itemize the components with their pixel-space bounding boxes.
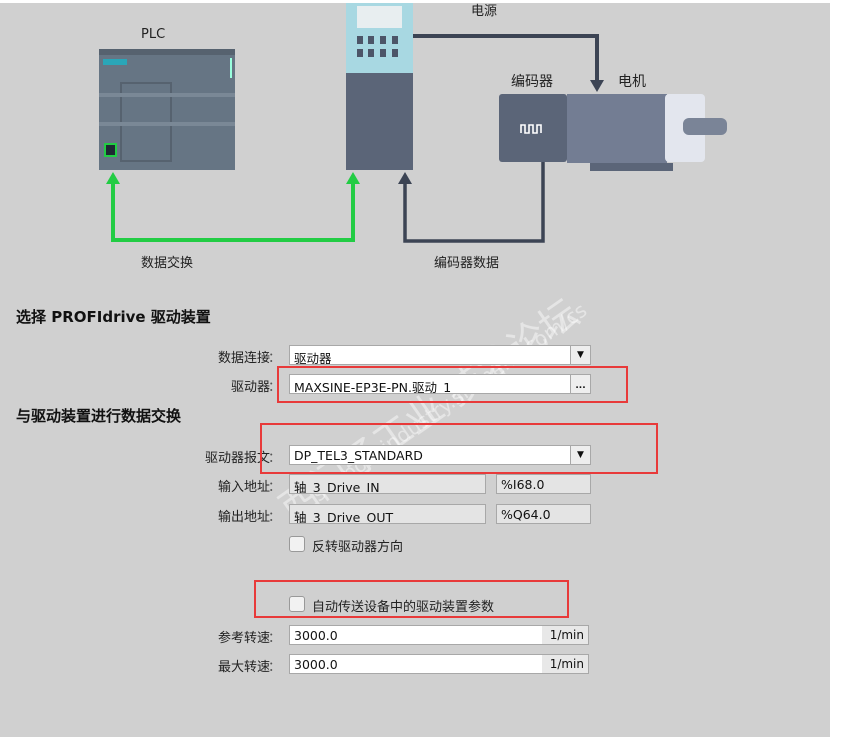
max-speed-unit: 1/min xyxy=(542,655,588,673)
output-address-label: 输出地址 xyxy=(217,510,270,525)
colon: ： xyxy=(268,351,282,366)
section-title-select-drive: 选择 PROFIdrive 驱动装置 xyxy=(16,308,211,326)
max-speed-value: 3000.0 xyxy=(294,657,338,672)
power-line xyxy=(413,34,604,92)
topology-diagram xyxy=(99,3,727,243)
telegram-select[interactable]: DP_TEL3_STANDARD ▼ xyxy=(289,445,591,465)
power-label: 电源 xyxy=(471,4,498,19)
colon: ： xyxy=(268,660,282,675)
encoder-label: 编码器 xyxy=(511,74,553,90)
chevron-down-icon[interactable]: ▼ xyxy=(570,446,590,464)
output-address-field: 轴_3_Drive_OUT xyxy=(289,504,486,524)
invert-direction-checkbox[interactable] xyxy=(289,536,305,552)
input-address-value: %I68.0 xyxy=(496,474,591,494)
plc-device xyxy=(99,49,235,170)
reference-speed-unit: 1/min xyxy=(542,626,588,644)
reference-speed-label: 参考转速 xyxy=(217,631,270,646)
encoder-data-label: 编码器数据 xyxy=(434,256,500,271)
colon: ： xyxy=(268,510,282,525)
encoder-device xyxy=(499,94,567,162)
output-address-value: %Q64.0 xyxy=(496,504,591,524)
drive-device xyxy=(346,3,413,170)
browse-button[interactable]: ... xyxy=(570,375,590,393)
motor-device xyxy=(567,94,727,171)
auto-transfer-label: 自动传送设备中的驱动装置参数 xyxy=(312,600,495,615)
encoder-data-link xyxy=(398,162,545,243)
drive-value: MAXSINE-EP3E-PN.驱动_1 xyxy=(294,380,452,394)
drive-field[interactable]: MAXSINE-EP3E-PN.驱动_1... xyxy=(289,374,591,394)
colon: ： xyxy=(268,480,282,495)
max-speed-input[interactable]: 3000.0 1/min xyxy=(289,654,589,674)
colon: ： xyxy=(268,451,282,466)
data-exchange-label: 数据交换 xyxy=(141,256,194,271)
plc-label: PLC xyxy=(141,27,166,42)
section-title-data-exchange: 与驱动装置进行数据交换 xyxy=(16,407,182,425)
data-exchange-link xyxy=(106,172,360,242)
highlight-auto-transfer xyxy=(254,580,569,618)
auto-transfer-checkbox[interactable] xyxy=(289,596,305,612)
max-speed-label: 最大转速 xyxy=(217,660,270,675)
pulse-icon xyxy=(520,124,542,134)
data-connection-value: 驱动器 xyxy=(294,351,332,365)
input-address-label: 输入地址 xyxy=(217,480,270,495)
reference-speed-input[interactable]: 3000.0 1/min xyxy=(289,625,589,645)
motor-label: 电机 xyxy=(618,74,646,90)
drive-label: 驱动器 xyxy=(230,380,270,395)
reference-speed-value: 3000.0 xyxy=(294,628,338,643)
data-connection-select[interactable]: 驱动器 ▼ xyxy=(289,345,591,365)
telegram-value: DP_TEL3_STANDARD xyxy=(294,448,423,463)
colon: ： xyxy=(268,631,282,646)
invert-direction-label: 反转驱动器方向 xyxy=(312,540,404,555)
chevron-down-icon[interactable]: ▼ xyxy=(570,346,590,364)
highlight-drive xyxy=(277,366,628,403)
input-address-field: 轴_3_Drive_IN xyxy=(289,474,486,494)
highlight-telegram xyxy=(260,423,658,474)
data-connection-label: 数据连接 xyxy=(217,351,270,366)
telegram-label: 驱动器报文 xyxy=(204,451,270,466)
